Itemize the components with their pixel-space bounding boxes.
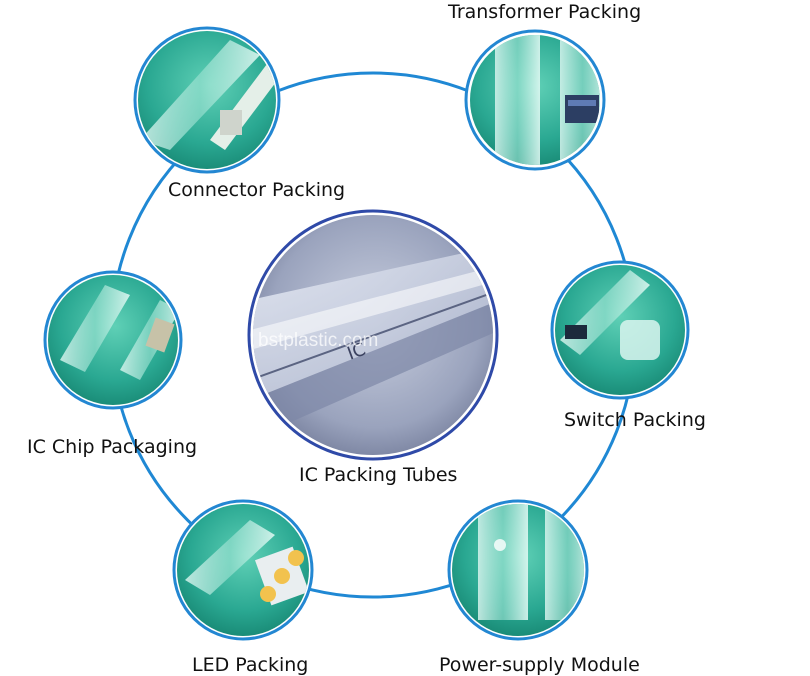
center-product-image: IC bstplastic.com xyxy=(247,209,499,461)
connector-packing-image xyxy=(133,26,281,174)
watermark-text: bstplastic.com xyxy=(258,330,378,351)
label-ic-chip-packaging: IC Chip Packaging xyxy=(27,436,198,458)
transformer-packing-image xyxy=(464,29,606,171)
label-led-packing: LED Packing xyxy=(192,654,309,676)
switch-packing-image xyxy=(550,260,690,400)
label-transformer-packing: Transformer Packing xyxy=(448,1,642,23)
power-supply-module-image xyxy=(447,499,589,641)
label-switch-packing: Switch Packing xyxy=(564,409,706,431)
led-packing-image xyxy=(172,499,314,641)
svg-text:IC: IC xyxy=(345,339,369,365)
label-connector-packing: Connector Packing xyxy=(168,179,346,201)
label-ic-packing-tubes: IC Packing Tubes xyxy=(299,464,458,486)
label-power-supply-module: Power-supply Module xyxy=(439,654,640,676)
ic-chip-packaging-image xyxy=(43,270,183,410)
